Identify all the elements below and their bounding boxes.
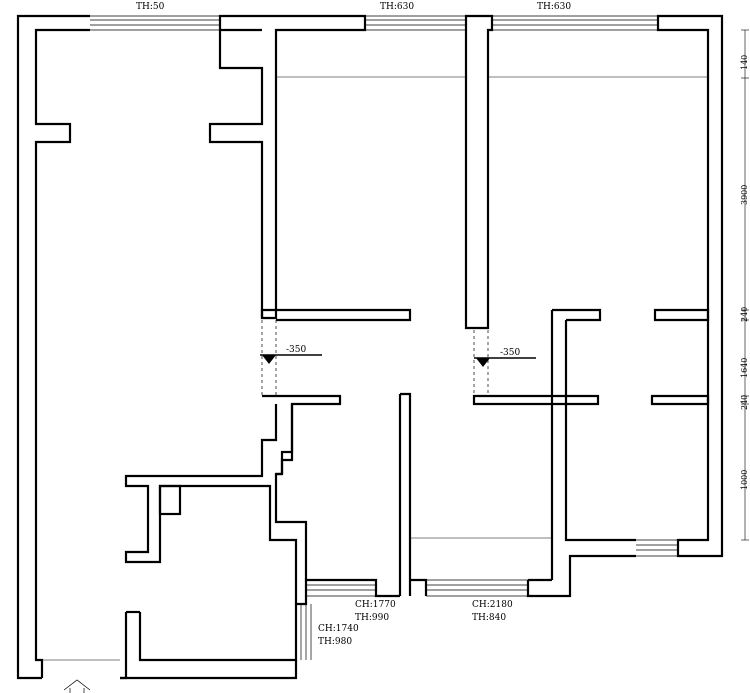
bottom-windows (295, 539, 678, 660)
wall-mid-lower-left (262, 394, 342, 476)
entrance-arrow-icon (63, 679, 91, 693)
window-label-bl-ch: CH:1770 (355, 600, 396, 610)
kitchen-nook (158, 484, 182, 516)
inner-wall-left (34, 28, 90, 678)
wall-mid-lower-right (472, 394, 600, 406)
wall-kitchen-stepped (124, 404, 400, 606)
wall-far-right-lower (650, 394, 710, 406)
dim-6: 1000 (740, 470, 749, 490)
level-marker-left: -350 (260, 345, 322, 364)
window-label-br-th: TH:840 (472, 613, 506, 623)
dim-2: 3900 (740, 185, 749, 205)
wall-far-right-upper (653, 308, 710, 322)
window-label-bl-th: TH:990 (355, 613, 389, 623)
wall-mid-upper (260, 308, 412, 322)
wall-bottom-left (120, 604, 298, 680)
wall-right-upper (552, 308, 602, 322)
wall-center-vertical (400, 392, 412, 596)
top-wall-mid (208, 14, 367, 320)
window-label-top-left: TH:50 (136, 2, 165, 12)
level-marker-right: -350 (474, 348, 536, 367)
middle-walls (260, 308, 710, 596)
dim-3: 240 (740, 307, 749, 322)
outer-wall-left (16, 14, 90, 680)
outer-walls (16, 14, 724, 680)
level-label-right: -350 (500, 348, 520, 358)
doorways (261, 320, 489, 396)
wall-kitchen-inner (274, 404, 308, 580)
center-pillar (464, 14, 494, 330)
window-label-top-mid: TH:630 (380, 2, 414, 12)
dim-1: 140 (740, 55, 749, 70)
window-label-top-right: TH:630 (537, 2, 571, 12)
dim-5: 240 (740, 395, 749, 410)
window-label-side-ch: CH:1740 (318, 624, 359, 634)
dimension-ruler: 140 3900 240 1640 240 1000 (740, 29, 749, 541)
level-label-left: -350 (286, 345, 306, 355)
outer-wall-right (656, 14, 724, 558)
wall-right-vertical (550, 310, 636, 580)
window-label-br-ch: CH:2180 (472, 600, 513, 610)
window-label-side-th: TH:980 (318, 637, 352, 647)
top-windows (90, 15, 658, 31)
wall-bottom-edge (120, 660, 298, 680)
dim-4: 1640 (740, 358, 749, 378)
